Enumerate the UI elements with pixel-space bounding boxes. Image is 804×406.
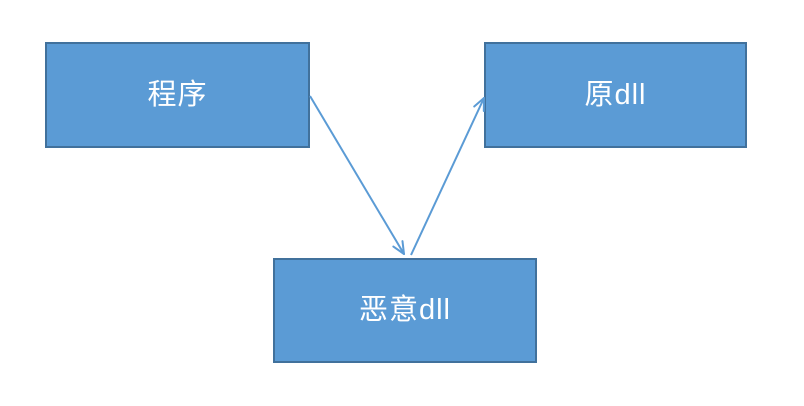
node-program: 程序 bbox=[45, 42, 310, 148]
node-original-dll-label: 原dll bbox=[584, 78, 647, 111]
node-malicious-dll: 恶意dll bbox=[273, 258, 537, 363]
node-program-label: 程序 bbox=[147, 78, 208, 111]
arrow-program-to-malicious-dll bbox=[309, 95, 405, 255]
arrow-malicious-dll-to-original-dll bbox=[410, 97, 485, 256]
node-malicious-dll-label: 恶意dll bbox=[358, 294, 451, 326]
node-original-dll: 原dll bbox=[484, 42, 747, 148]
